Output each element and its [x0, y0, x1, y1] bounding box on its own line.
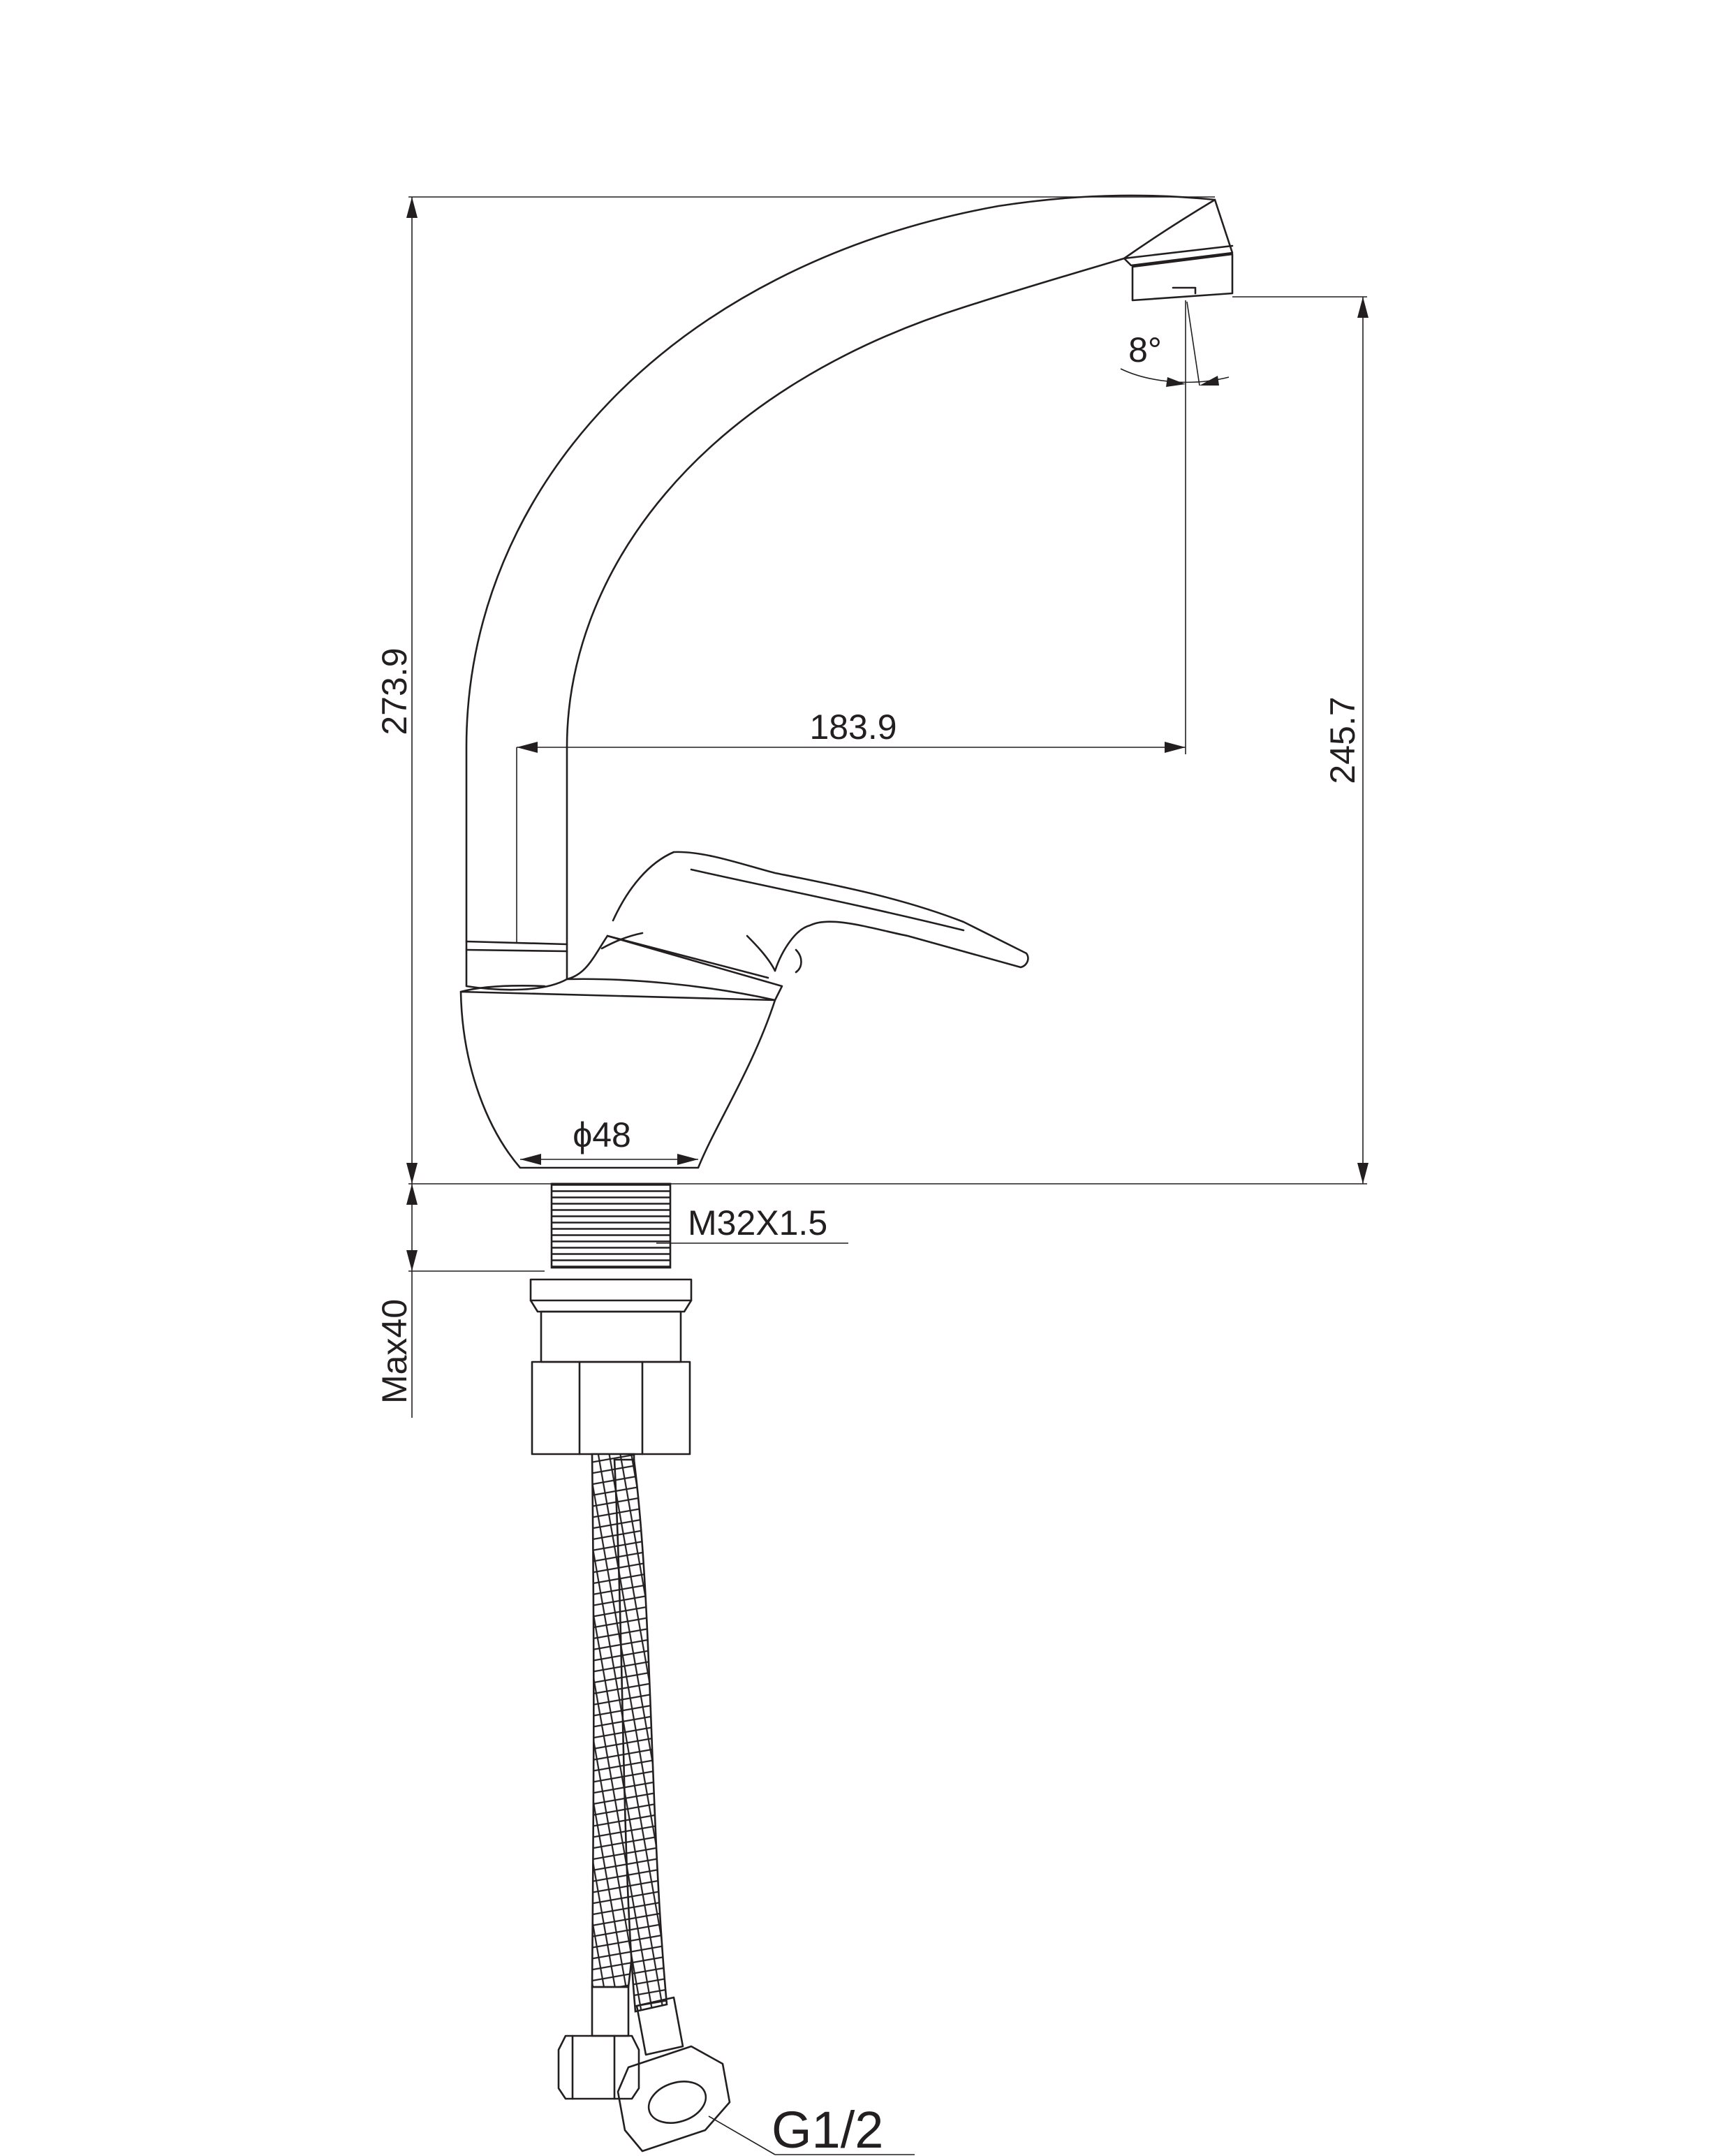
threaded-shank: [550, 1182, 672, 1269]
spout-collar: [465, 940, 568, 991]
lever-handle: [612, 851, 1029, 974]
faucet-body: [459, 932, 783, 1169]
dimension-lines: [406, 196, 1368, 2155]
base-body: [459, 990, 776, 1169]
lever-outer: [612, 851, 1029, 972]
hose-fittings: [557, 1986, 731, 2153]
label-max-mount: Max40: [375, 1299, 414, 1404]
label-spout-reach: 183.9: [809, 707, 897, 747]
label-spout-angle: 8°: [1128, 330, 1162, 369]
spout: [465, 194, 1234, 946]
label-total-height: 273.9: [375, 647, 414, 735]
label-spout-height: 245.7: [1323, 696, 1362, 784]
mounting-nut: [529, 1278, 693, 1455]
dimension-labels: 273.9 245.7 183.9 8° ϕ48 M32X1.5 Max40 G…: [375, 330, 1362, 2156]
spout-inner: [566, 257, 1126, 946]
label-base-diameter: ϕ48: [573, 1115, 631, 1154]
braided-hose: [591, 1453, 668, 2013]
label-hose-connection: G1/2: [772, 2101, 883, 2156]
lever-base: [566, 934, 783, 1002]
aerator: [1131, 253, 1234, 302]
hose-right: [613, 1458, 668, 2013]
label-thread: M32X1.5: [688, 1203, 827, 1242]
spout-outer: [465, 194, 1216, 943]
